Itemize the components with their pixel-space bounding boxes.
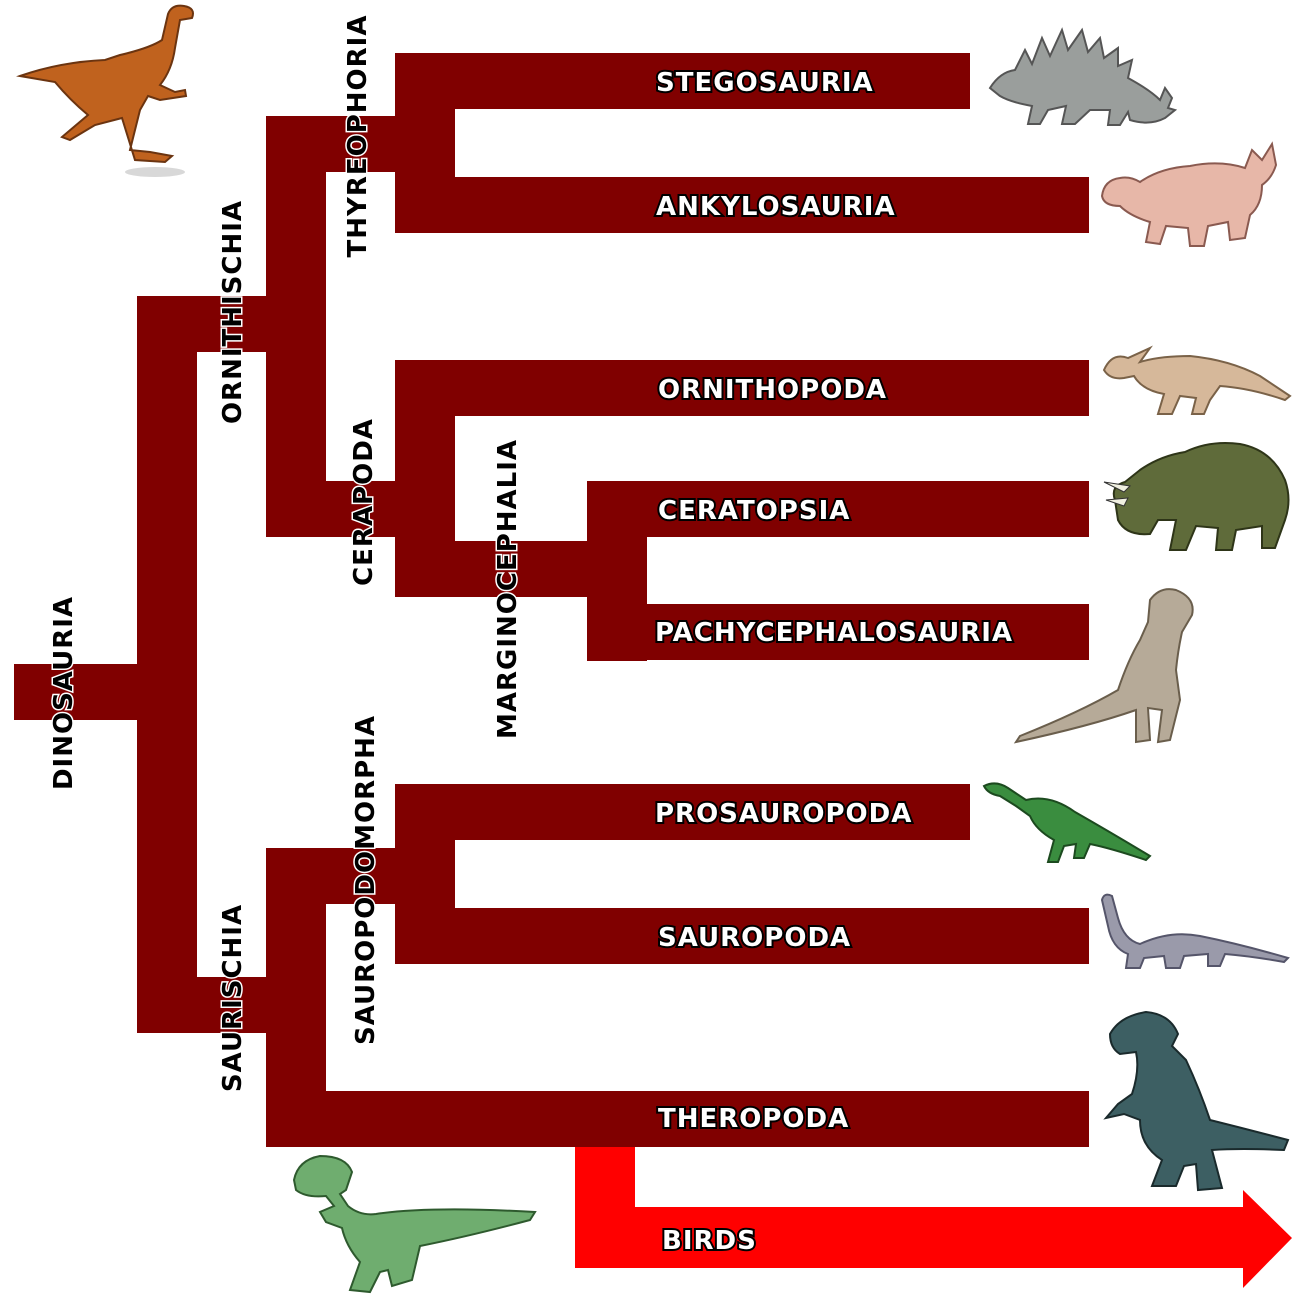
label-birds: BIRDS (662, 1226, 757, 1256)
label-prosauropoda: PROSAUROPODA (655, 799, 912, 829)
triceratops-image (1104, 443, 1289, 550)
label-thyreophoria: THYREOPHORIA (343, 15, 373, 258)
tyrannosaurus-image (1106, 1012, 1288, 1190)
label-dinosauria: DINOSAURIA (49, 596, 79, 790)
sauropod-image (1102, 895, 1288, 968)
tree-branches (14, 53, 1089, 1147)
label-saurischia: SAURISCHIA (218, 904, 248, 1092)
label-stegosauria: STEGOSAURIA (656, 68, 874, 98)
branch-thyreophoria-stem (266, 116, 396, 172)
branch-dinosauria-vertical (137, 296, 197, 1033)
branch-dinosauria-stem (14, 664, 144, 720)
branch-ornithischia-vertical (266, 116, 326, 537)
label-sauropoda: SAUROPODA (658, 923, 851, 953)
ankylosaurus-image (1102, 144, 1276, 246)
label-cerapoda: CERAPODA (349, 418, 379, 586)
label-sauropodomorpha: SAUROPODOMORPHA (351, 715, 381, 1045)
hadrosaur-image (1104, 348, 1290, 414)
cartoon-trex-image (294, 1156, 535, 1292)
stegosaurus-image (990, 30, 1175, 125)
label-marginocephalia: MARGINOCEPHALIA (493, 439, 523, 739)
gallimimus-image (20, 6, 193, 177)
label-ornithischia: ORNITHISCHIA (218, 200, 248, 424)
label-ceratopsia: CERATOPSIA (658, 496, 850, 526)
birds-arrow (575, 1147, 1292, 1288)
label-theropoda: THEROPODA (658, 1104, 849, 1134)
label-ornithopoda: ORNITHOPODA (658, 375, 887, 405)
label-ankylosauria: ANKYLOSAURIA (656, 192, 896, 222)
prosauropod-image (984, 783, 1150, 862)
birds-arrow-drop (575, 1147, 635, 1207)
label-pachycephalosauria: PACHYCEPHALOSAURIA (655, 618, 1013, 648)
leaf-labels: STEGOSAURIA ANKYLOSAURIA ORNITHOPODA CER… (655, 68, 1013, 1256)
